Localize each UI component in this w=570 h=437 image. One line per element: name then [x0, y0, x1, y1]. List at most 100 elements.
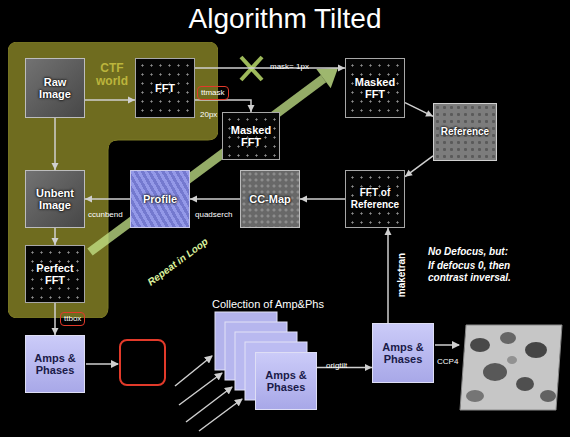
profile-box: Profile — [130, 170, 190, 228]
text-stack: Masked FFT — [225, 124, 277, 148]
connector — [195, 100, 255, 112]
text-stack: CC-Map — [243, 193, 297, 205]
stack-sheet — [215, 312, 277, 370]
edge-label: maketran — [396, 252, 408, 298]
note-label: If defocus 0, then contrast inversal. — [428, 260, 533, 284]
box-label: Masked FFT — [348, 76, 402, 100]
connector — [405, 103, 433, 117]
map-blob — [500, 332, 516, 344]
connector-line — [405, 156, 433, 177]
edge-label: mask= 1px — [270, 62, 309, 72]
map-frame — [460, 325, 562, 410]
box-label: Perfect FFT — [28, 262, 82, 286]
arrow — [175, 356, 212, 386]
connector — [52, 303, 59, 335]
edge-label: origtilt — [326, 361, 347, 371]
text-stack: FFT — [138, 82, 192, 94]
note-label: Collection of Amp&Phs — [212, 298, 324, 311]
region-label: CTF world — [88, 62, 136, 88]
arrow-head — [52, 238, 59, 245]
text-stack: Profile — [133, 193, 187, 205]
cross-mark — [241, 57, 262, 80]
arrow-head — [405, 170, 413, 177]
text-stack: Amps & Phases — [28, 352, 82, 376]
text-stack: Raw Image — [28, 76, 82, 100]
connector-line — [54, 228, 56, 245]
arrow-head — [385, 228, 392, 235]
arrow-head — [52, 328, 59, 335]
connector-line — [300, 198, 345, 200]
image-box: Raw Image — [25, 58, 85, 118]
title: Algorithm Tilted — [0, 2, 570, 36]
connector — [85, 97, 135, 104]
connector-line — [317, 367, 372, 369]
arrow-head — [300, 196, 307, 203]
connector — [190, 196, 240, 203]
arrow — [186, 387, 232, 422]
stack-sheet — [235, 332, 297, 390]
box-label: Amps & Phases — [28, 352, 82, 376]
text-stack: Amps & Phases — [375, 341, 431, 365]
stack-sheet — [245, 342, 307, 400]
image-box: Unbent Image — [25, 170, 85, 228]
connector-line — [405, 103, 433, 117]
image-box: Reference — [433, 103, 497, 161]
note-label: No Defocus, but: — [428, 246, 563, 258]
map-blob — [483, 363, 507, 381]
arrow-head — [190, 196, 197, 203]
loop-arrow-shaft — [90, 79, 324, 252]
arrow-head — [425, 110, 433, 116]
map-box: CC-Map — [240, 170, 300, 228]
connector-line — [85, 198, 130, 200]
arrow — [179, 373, 222, 405]
fft-box: FFT of Reference — [345, 170, 405, 228]
connector-line — [387, 228, 389, 323]
arrow-head — [52, 163, 59, 170]
placeholder-box — [120, 340, 165, 385]
box-label: Reference — [436, 126, 494, 138]
box-label: Raw Image — [28, 76, 82, 100]
map-blob — [466, 390, 484, 402]
arrow-head — [248, 105, 255, 112]
arrow-head — [365, 364, 372, 371]
map-blob — [470, 338, 490, 352]
data-box: Amps & Phases — [372, 323, 434, 383]
arrow — [435, 344, 459, 346]
connector — [317, 364, 372, 371]
connector-line — [190, 198, 240, 200]
fft-box: Masked FFT — [345, 58, 405, 118]
edge-label: 20px — [200, 110, 217, 120]
edge-label: quadserch — [195, 210, 232, 220]
box-label: FFT of Reference — [348, 187, 402, 211]
connector — [300, 196, 345, 203]
arrow — [86, 363, 118, 365]
box-label: Amps & Phases — [375, 341, 431, 365]
map-blob — [540, 390, 556, 402]
text-stack: FFT of Reference — [348, 187, 402, 211]
data-box: Amps & Phases — [25, 335, 85, 393]
box-label: Amps & Phases — [258, 369, 314, 393]
arrow-head — [85, 196, 92, 203]
connector-line — [85, 99, 135, 101]
text-stack: Amps & Phases — [258, 369, 314, 393]
connector — [385, 228, 392, 323]
map-blob — [507, 356, 517, 364]
arrow — [199, 399, 242, 431]
program-tag: ttbox — [60, 312, 85, 326]
text-stack: Unbent Image — [28, 187, 82, 211]
stack-sheet — [225, 322, 287, 380]
fft-box: Perfect FFT — [25, 245, 85, 303]
connector — [52, 118, 59, 170]
panel-outline — [8, 42, 218, 318]
box-label: FFT — [138, 82, 192, 94]
data-box: Amps & Phases — [255, 352, 317, 410]
arrow-head — [128, 97, 135, 104]
map-blob — [516, 377, 534, 391]
connector-line — [195, 100, 251, 112]
map-blob — [525, 342, 547, 358]
connector-line — [195, 67, 345, 69]
box-label: Unbent Image — [28, 187, 82, 211]
program-tag: ttmask — [197, 86, 229, 100]
map-ground — [460, 325, 562, 410]
box-label: CC-Map — [243, 193, 297, 205]
